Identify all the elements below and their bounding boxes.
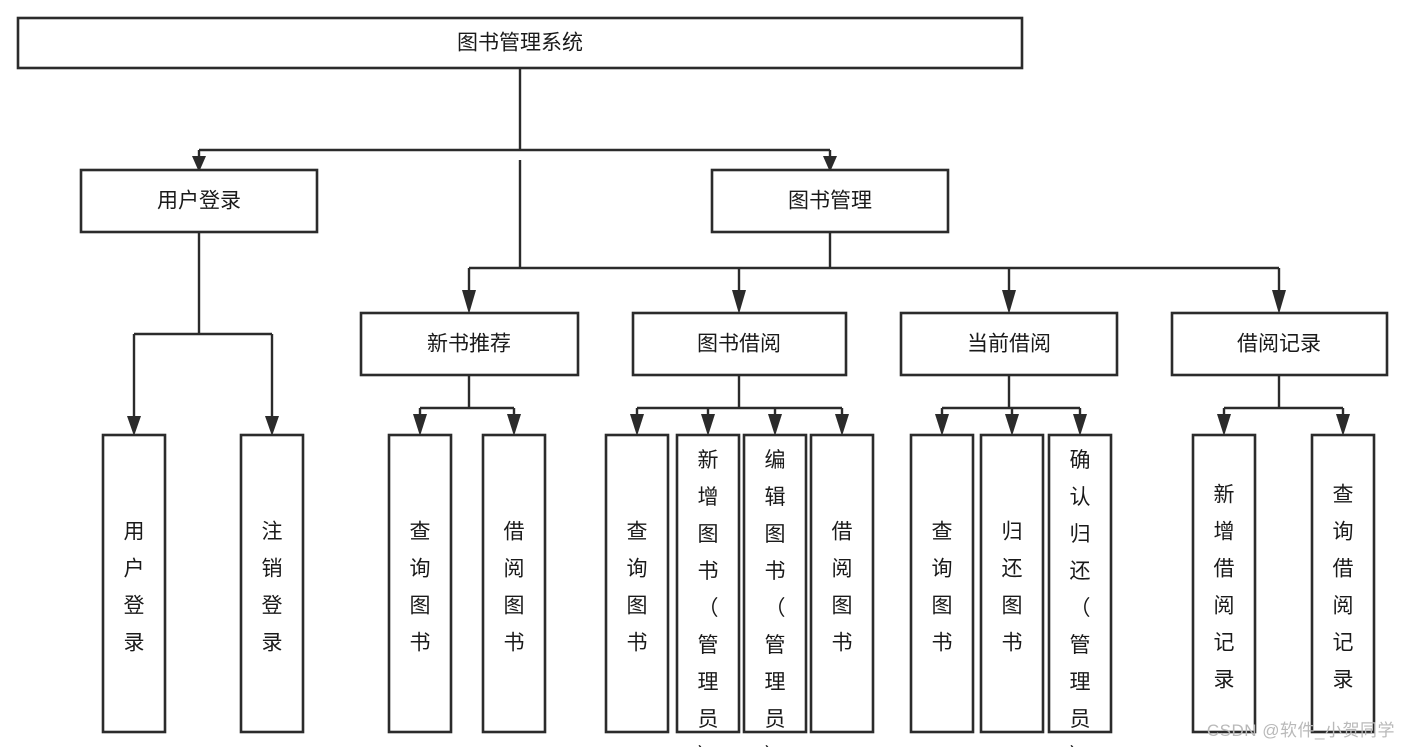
edges-clean-layer	[0, 60, 1405, 436]
arrow-leaf-add-borrow-record	[1217, 414, 1231, 436]
arrow-borrow-record	[1272, 290, 1286, 314]
node-new-book-recommend-label: 新书推荐	[427, 333, 511, 356]
node-leaf-query-book-c-label: 查询图书	[932, 520, 953, 654]
node-leaf-query-book-a[interactable]: 查询图书	[387, 433, 453, 734]
node-leaf-confirm-return-label: 确认归还（管理员）	[1070, 449, 1091, 747]
node-book-manage-box[interactable]	[710, 168, 950, 234]
node-leaf-edit-book[interactable]: 编辑图书（管理员）	[742, 433, 808, 747]
node-current-borrow-label: 当前借阅	[967, 333, 1051, 356]
node-leaf-borrow-book-a-label: 借阅图书	[504, 520, 525, 654]
node-leaf-logout-box[interactable]	[239, 433, 305, 734]
node-book-manage[interactable]: 图书管理	[710, 168, 950, 234]
arrow-leaf-query-borrow-record	[1336, 414, 1350, 436]
node-leaf-add-book[interactable]: 新增图书（管理员）	[675, 433, 741, 747]
arrow-leaf-borrow-book-a	[507, 414, 521, 436]
node-leaf-borrow-book-b-label: 借阅图书	[832, 520, 853, 654]
node-leaf-user-login-label: 用户登录	[124, 520, 145, 654]
watermark-text: CSDN @软件_小贺同学	[1206, 721, 1395, 740]
node-book-borrow-label: 图书借阅	[697, 333, 781, 356]
arrow-leaf-borrow-book-b	[835, 414, 849, 436]
node-leaf-return-book[interactable]: 归还图书	[979, 433, 1045, 734]
node-leaf-confirm-return-box[interactable]	[1047, 433, 1113, 734]
arrow-leaf-logout	[265, 416, 279, 436]
arrow-book-manage	[823, 156, 837, 172]
node-leaf-borrow-book-b[interactable]: 借阅图书	[809, 433, 875, 734]
node-leaf-user-login[interactable]: 用户登录	[101, 433, 167, 734]
node-new-book-recommend[interactable]: 新书推荐	[359, 311, 580, 377]
node-leaf-query-borrow-record-box[interactable]	[1310, 433, 1376, 734]
arrow-leaf-user-login	[127, 416, 141, 436]
node-root[interactable]: 图书管理系统	[16, 16, 1024, 70]
node-leaf-logout[interactable]: 注销登录	[239, 433, 305, 734]
node-leaf-query-book-b-box[interactable]	[604, 433, 670, 734]
node-leaf-query-book-a-label: 查询图书	[410, 520, 431, 654]
node-root-box[interactable]	[16, 16, 1024, 70]
node-leaf-add-book-label: 新增图书（管理员）	[698, 449, 719, 747]
arrow-leaf-query-book-b	[630, 414, 644, 436]
node-leaf-query-book-c[interactable]: 查询图书	[909, 433, 975, 734]
node-current-borrow-box[interactable]	[899, 311, 1119, 377]
node-leaf-add-book-box[interactable]	[675, 433, 741, 734]
node-book-borrow[interactable]: 图书借阅	[631, 311, 848, 377]
edge-repaint-mask-1	[0, 60, 1405, 160]
node-leaf-borrow-book-a-box[interactable]	[481, 433, 547, 734]
node-leaf-edit-book-box[interactable]	[742, 433, 808, 734]
nodes-layer: 图书管理系统 用户登录 图书管理 新书推荐 图书借阅	[16, 16, 1389, 747]
node-leaf-add-borrow-record-label: 新增借阅记录	[1214, 483, 1235, 691]
arrow-leaf-query-book-c	[935, 414, 949, 436]
node-root-label: 图书管理系统	[457, 32, 583, 55]
node-leaf-query-borrow-record[interactable]: 查询借阅记录	[1310, 433, 1376, 734]
leaf-nodes-group: 用户登录 注销登录 查询图书 借阅图书 查询图书 新增图书（管理员） 编辑图书（管理员） 借阅…	[101, 433, 1376, 747]
node-user-login[interactable]: 用户登录	[79, 168, 319, 234]
arrow-user-login	[192, 156, 206, 172]
node-leaf-return-book-box[interactable]	[979, 433, 1045, 734]
arrow-current-borrow	[1002, 290, 1016, 314]
node-leaf-query-book-b[interactable]: 查询图书	[604, 433, 670, 734]
node-current-borrow[interactable]: 当前借阅	[899, 311, 1119, 377]
arrow-leaf-edit-book	[768, 414, 782, 436]
node-leaf-borrow-book-b-box[interactable]	[809, 433, 875, 734]
node-borrow-record-box[interactable]	[1170, 311, 1389, 377]
node-new-book-recommend-box[interactable]	[359, 311, 580, 377]
node-user-login-label: 用户登录	[157, 190, 241, 213]
node-leaf-confirm-return[interactable]: 确认归还（管理员）	[1047, 433, 1113, 747]
node-leaf-add-borrow-record-box[interactable]	[1191, 433, 1257, 734]
arrow-new-book-recommend	[462, 290, 476, 314]
node-leaf-query-book-a-box[interactable]	[387, 433, 453, 734]
node-leaf-query-borrow-record-label: 查询借阅记录	[1333, 483, 1354, 691]
node-book-borrow-box[interactable]	[631, 311, 848, 377]
node-book-manage-label: 图书管理	[788, 190, 872, 213]
node-leaf-borrow-book-a[interactable]: 借阅图书	[481, 433, 547, 734]
node-leaf-query-book-b-label: 查询图书	[627, 520, 648, 654]
node-leaf-query-book-c-box[interactable]	[909, 433, 975, 734]
arrow-leaf-return-book	[1005, 414, 1019, 436]
node-leaf-user-login-box[interactable]	[101, 433, 167, 734]
node-user-login-box[interactable]	[79, 168, 319, 234]
arrow-leaf-query-book-a	[413, 414, 427, 436]
arrow-book-borrow	[732, 290, 746, 314]
node-borrow-record[interactable]: 借阅记录	[1170, 311, 1389, 377]
node-borrow-record-label: 借阅记录	[1237, 333, 1321, 356]
node-leaf-return-book-label: 归还图书	[1002, 520, 1023, 654]
node-leaf-logout-label: 注销登录	[262, 520, 283, 654]
arrow-leaf-confirm-return	[1073, 414, 1087, 436]
node-leaf-add-borrow-record[interactable]: 新增借阅记录	[1191, 433, 1257, 734]
arrow-leaf-add-book	[701, 414, 715, 436]
node-leaf-edit-book-label: 编辑图书（管理员）	[765, 449, 786, 747]
